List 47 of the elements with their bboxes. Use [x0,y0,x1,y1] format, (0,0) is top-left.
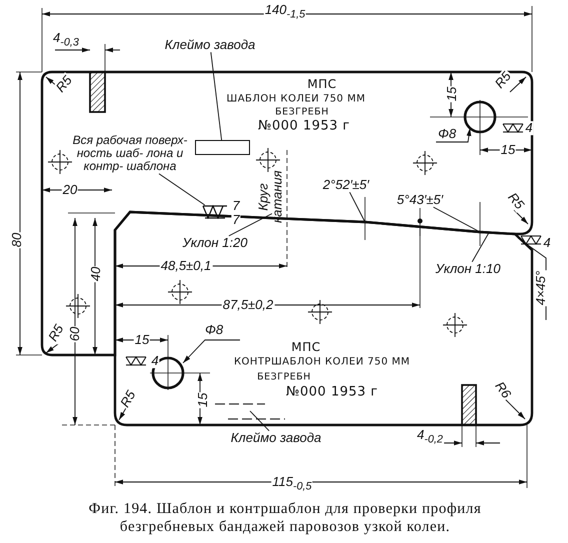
dimension-value: 4$_{-0,3}$ [52,31,80,49]
figure-caption: Фиг. 194. Шаблон и контршаблон для проверки профиля безгребневых бандажей паровозов узкой колеи. [88,500,482,536]
leader-line [210,52,222,140]
stamp-area [195,140,250,155]
dimension-value: 15 [445,86,459,102]
leader-line [472,232,490,262]
dimension-value: 20 [62,183,78,197]
dimension-value: 15 [134,333,150,347]
roughness-value: 7 [231,213,241,227]
plate-marking: БЕЗГРЕБН [257,372,311,382]
dimension-value: 40 [89,266,103,282]
dimension-value: 140$_{-1,5}$ [264,3,306,21]
leader-line [228,213,272,236]
roughness-value: 4 [542,236,552,250]
plate-marking: МПС [307,77,337,91]
plate-marking: №000 1953 г [286,384,378,400]
dimension-value: 80 [10,232,24,248]
diameter-label: Φ8 [204,323,224,337]
dimension-value: 87,5±0,2 [222,298,274,312]
dimension-value: 4$_{-0,2}$ [416,428,444,446]
leader-line [250,410,270,432]
dimension-value: 60 [68,326,82,342]
plate-marking: КОНТРШАБЛОН КОЛЕИ 750 ММ [234,356,410,368]
template-plate [42,72,532,355]
roughness-value: 4 [524,121,534,135]
plate-marking: №000 1953 г [258,118,350,134]
plate-marking: МПС [291,340,321,354]
note-text: Клеймо завода [230,430,322,446]
note-text: Вся рабочая поверх- ность шаб- лона и контр- шаблона [68,134,192,174]
plate-marking: БЕЗГРЕБН [275,106,329,118]
leader-line [432,206,480,232]
dimension-value: 4×45° [534,270,548,306]
note-text: Уклон 1:20 [182,236,248,250]
note-text: 2°52′±5′ [322,178,370,192]
dimension-value: 115$_{-0,5}$ [271,475,313,493]
dimension-value: 48,5±0,1 [160,259,212,273]
plate-marking: ШАБЛОН КОЛЕИ 750 ММ [226,94,366,104]
note-text: Уклон 1:10 [436,262,500,276]
note-text: Клеймо завода [164,38,256,52]
diameter-label: Φ8 [436,127,458,141]
roughness-value: 7 [231,199,241,213]
dimension-value: 15 [500,143,516,157]
roughness-value: 4 [150,354,160,368]
dimension-value: 15 [196,392,210,408]
leader-line [158,173,206,206]
note-text: 5°43′±5′ [396,192,444,208]
leader-line [349,192,366,222]
